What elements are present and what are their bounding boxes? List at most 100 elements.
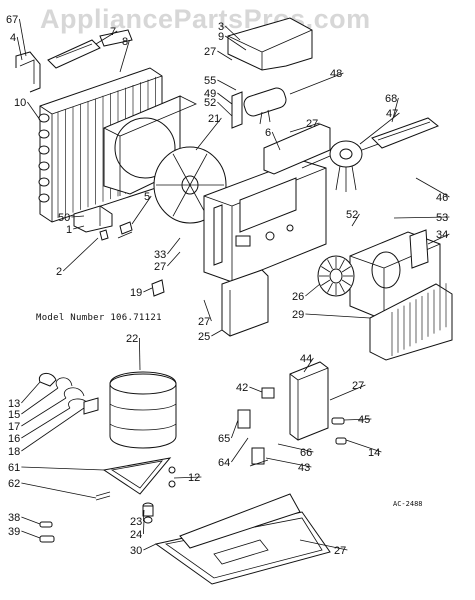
leader-line bbox=[289, 122, 320, 133]
callout-47: 47 bbox=[386, 108, 398, 120]
leader-line bbox=[27, 101, 41, 121]
thermostat-part-43 bbox=[249, 447, 269, 467]
leader-line bbox=[71, 215, 85, 218]
callout-19: 19 bbox=[130, 287, 142, 299]
leader-line bbox=[299, 539, 348, 551]
strip-part-7 bbox=[47, 29, 133, 69]
callout-27: 27 bbox=[198, 316, 210, 328]
callout-25: 25 bbox=[198, 331, 210, 343]
callout-66: 66 bbox=[300, 447, 312, 459]
leader-line bbox=[21, 407, 71, 439]
clip-part-19 bbox=[151, 279, 165, 297]
base-pan-part-30 bbox=[154, 493, 331, 585]
callout-53: 53 bbox=[436, 212, 448, 224]
leader-line bbox=[351, 213, 360, 227]
small-parts-2-5 bbox=[99, 221, 133, 241]
callout-12: 12 bbox=[188, 472, 200, 484]
shroud-clip-part-1 bbox=[73, 205, 113, 233]
leader-line bbox=[231, 437, 249, 463]
callout-6: 6 bbox=[265, 127, 271, 139]
diagram-reference-code: AC-2488 bbox=[393, 500, 423, 508]
leader-line bbox=[143, 287, 153, 293]
callout-8: 8 bbox=[122, 36, 128, 48]
callout-27: 27 bbox=[204, 46, 216, 58]
callout-3: 3 bbox=[218, 21, 224, 33]
leader-line bbox=[131, 195, 152, 225]
callout-17: 17 bbox=[8, 421, 20, 433]
leader-line bbox=[167, 237, 181, 255]
watermark: AppliancePartsPros.com bbox=[40, 4, 371, 34]
leader-line bbox=[289, 72, 344, 95]
callout-2: 2 bbox=[56, 266, 62, 278]
blower-housing-part-34 bbox=[349, 229, 441, 321]
leader-line bbox=[62, 237, 99, 272]
control-box-top bbox=[227, 17, 313, 71]
blower-wheel-part-26 bbox=[317, 255, 355, 297]
leader-line bbox=[224, 35, 247, 51]
callout-48: 48 bbox=[330, 68, 342, 80]
leader-line bbox=[21, 466, 105, 471]
fan-motor-part-47 bbox=[301, 140, 385, 192]
callout-62: 62 bbox=[8, 478, 20, 490]
leader-line bbox=[305, 283, 321, 297]
knob-parts-14-45 bbox=[331, 417, 347, 445]
callout-10: 10 bbox=[14, 97, 26, 109]
leader-line bbox=[143, 519, 145, 535]
callout-16: 16 bbox=[8, 433, 20, 445]
callout-13: 13 bbox=[8, 398, 20, 410]
screws-parts-38-39 bbox=[39, 521, 55, 543]
callout-34: 34 bbox=[436, 229, 448, 241]
leader-line bbox=[329, 384, 366, 401]
callout-43: 43 bbox=[298, 462, 310, 474]
callout-61: 61 bbox=[8, 462, 20, 474]
leader-line bbox=[303, 357, 314, 373]
leader-line bbox=[217, 101, 233, 117]
model-number-caption: Model Number 106.71121 bbox=[36, 313, 162, 323]
evaporator-coil-part-29 bbox=[369, 283, 453, 361]
grille-part-68 bbox=[371, 117, 439, 149]
chassis-partition bbox=[203, 159, 327, 283]
callout-27: 27 bbox=[334, 545, 346, 557]
leader-line bbox=[95, 30, 118, 45]
callout-45: 45 bbox=[358, 414, 370, 426]
callout-68: 68 bbox=[385, 93, 397, 105]
callout-46: 46 bbox=[436, 192, 448, 204]
callout-64: 64 bbox=[218, 457, 230, 469]
callout-38: 38 bbox=[8, 512, 20, 524]
leader-line bbox=[167, 251, 181, 267]
control-panel-part-44 bbox=[289, 361, 329, 441]
callout-15: 15 bbox=[8, 409, 20, 421]
callout-27: 27 bbox=[154, 261, 166, 273]
callout-18: 18 bbox=[8, 446, 20, 458]
leader-line bbox=[21, 407, 85, 452]
callout-24: 24 bbox=[130, 529, 142, 541]
grommet-parts-23-24 bbox=[142, 502, 154, 524]
leader-line bbox=[305, 313, 371, 319]
switch-part-65 bbox=[237, 409, 251, 429]
leader-line bbox=[277, 443, 314, 453]
leader-line bbox=[427, 233, 450, 245]
callout-55: 55 bbox=[204, 75, 216, 87]
leader-line bbox=[21, 397, 67, 427]
leader-line bbox=[119, 40, 130, 73]
callout-42: 42 bbox=[236, 382, 248, 394]
leader-line bbox=[271, 131, 281, 151]
callout-21: 21 bbox=[208, 113, 220, 125]
callout-50: 50 bbox=[58, 212, 70, 224]
bracket-part-4 bbox=[15, 51, 41, 93]
callout-30: 30 bbox=[130, 545, 142, 557]
callout-9: 9 bbox=[218, 31, 224, 43]
leader-line bbox=[21, 387, 59, 415]
callout-52: 52 bbox=[346, 209, 358, 221]
leader-line bbox=[21, 516, 41, 525]
leader-line bbox=[143, 509, 145, 522]
small-parts-12-62 bbox=[95, 466, 176, 501]
switch-part-42 bbox=[261, 387, 275, 399]
callout-27: 27 bbox=[306, 118, 318, 130]
callout-26: 26 bbox=[292, 291, 304, 303]
callout-22: 22 bbox=[126, 333, 138, 345]
leader-line bbox=[415, 177, 450, 198]
leader-line bbox=[345, 439, 382, 453]
